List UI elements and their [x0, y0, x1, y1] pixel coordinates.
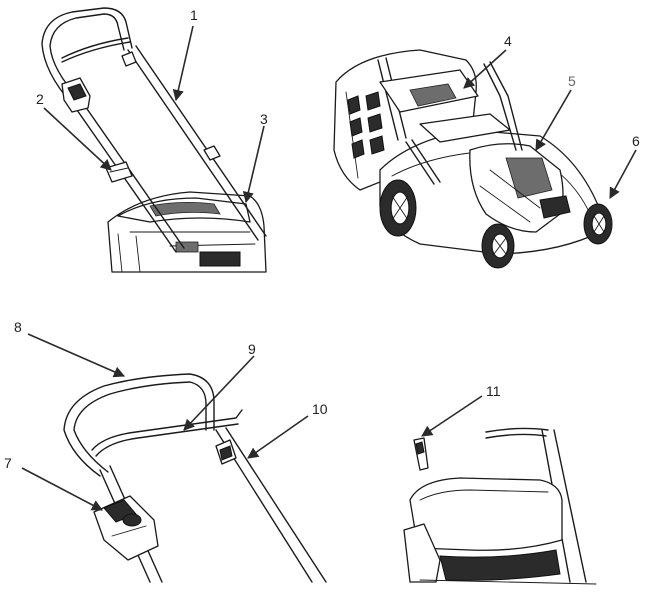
- leader-9: [183, 355, 255, 431]
- callout-6: 6: [632, 133, 640, 149]
- callout-labels: 1 2 3 4 5 6 7 8 9 10 11: [4, 7, 640, 471]
- leader-3: [242, 125, 265, 204]
- leader-7: [21, 467, 103, 511]
- leader-10: [247, 415, 309, 459]
- callout-3: 3: [260, 111, 268, 127]
- leader-arrows: [21, 25, 637, 511]
- callout-2: 2: [36, 91, 44, 107]
- callout-8: 8: [14, 319, 22, 335]
- view-grassbox-clip: [403, 427, 597, 585]
- leader-1: [172, 25, 194, 102]
- callout-7: 7: [4, 455, 12, 471]
- leader-2: [43, 107, 112, 171]
- callout-11: 11: [486, 383, 501, 399]
- leader-4: [463, 49, 507, 89]
- leader-6: [609, 149, 637, 199]
- leader-11: [421, 395, 483, 437]
- view-mower-overview: [333, 49, 613, 269]
- callout-5: 5: [568, 73, 576, 89]
- callout-9: 9: [248, 341, 256, 357]
- callout-4: 4: [504, 33, 512, 49]
- view-handle-closeup: [63, 373, 327, 583]
- view-handle-assembly: [41, 7, 267, 273]
- callout-10: 10: [312, 401, 328, 417]
- front-left-wheel: [481, 223, 515, 269]
- leader-5: [535, 89, 572, 151]
- callout-1: 1: [190, 7, 198, 23]
- leader-8: [27, 333, 126, 378]
- mower-deck-partial: [107, 191, 267, 273]
- front-right-wheel: [583, 203, 613, 245]
- rear-left-wheel: [379, 179, 417, 237]
